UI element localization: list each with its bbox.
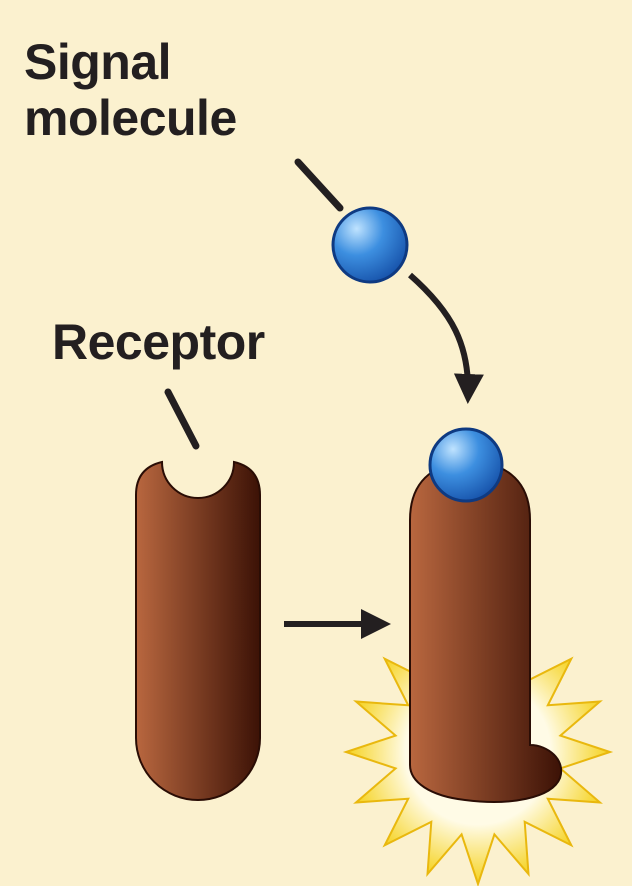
bound-signal-molecule (428, 427, 504, 503)
signal-label-line2: molecule (24, 90, 237, 146)
binding-arrow (408, 272, 484, 404)
signal-molecule-label: Signal molecule (24, 34, 237, 146)
signal-label-line1: Signal (24, 34, 172, 90)
inactive-receptor (135, 460, 261, 801)
signal-leader-line (294, 158, 344, 212)
receptor-label: Receptor (52, 314, 265, 370)
receptor-leader-line (164, 388, 200, 450)
active-receptor (409, 460, 563, 803)
free-signal-molecule (331, 206, 409, 284)
